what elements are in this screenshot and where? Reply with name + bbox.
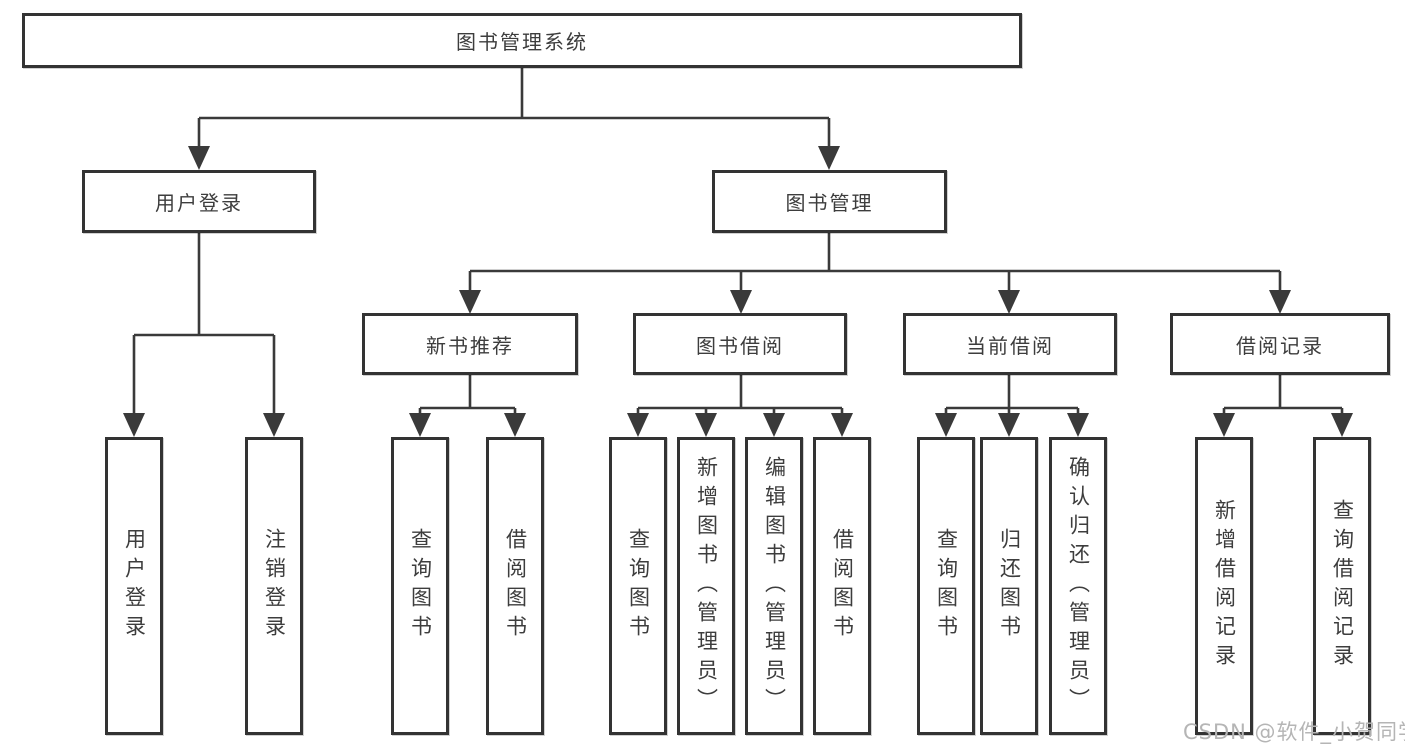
node-borrowing-records: 借阅记录	[1170, 313, 1390, 375]
leaf-nbr-borrow-books: 借阅图书	[486, 437, 544, 735]
leaf-bb-query-books: 查询图书	[609, 437, 667, 735]
leaf-logout-login: 注销登录	[245, 437, 303, 735]
leaf-cb-return-books: 归还图书	[980, 437, 1038, 735]
leaf-cb-query-books: 查询图书	[917, 437, 975, 735]
csdn-watermark: CSDN @软件_小贺同学	[1183, 720, 1405, 744]
node-book-management: 图书管理	[712, 170, 947, 233]
leaf-bb-edit-books-admin: 编辑图书（管理员）	[745, 437, 803, 735]
leaf-bb-add-books-admin: 新增图书（管理员）	[677, 437, 735, 735]
leaf-bb-borrow-books: 借阅图书	[813, 437, 871, 735]
node-new-book-recommend: 新书推荐	[362, 313, 578, 375]
leaf-br-add-record: 新增借阅记录	[1195, 437, 1253, 735]
node-book-borrowing: 图书借阅	[633, 313, 847, 375]
leaf-nbr-query-books: 查询图书	[391, 437, 449, 735]
node-root: 图书管理系统	[22, 13, 1022, 68]
node-current-borrowing: 当前借阅	[903, 313, 1117, 375]
leaf-br-query-record: 查询借阅记录	[1313, 437, 1371, 735]
leaf-cb-confirm-return-admin: 确认归还（管理员）	[1049, 437, 1107, 735]
node-user-login: 用户登录	[82, 170, 316, 233]
leaf-user-login: 用户登录	[105, 437, 163, 735]
